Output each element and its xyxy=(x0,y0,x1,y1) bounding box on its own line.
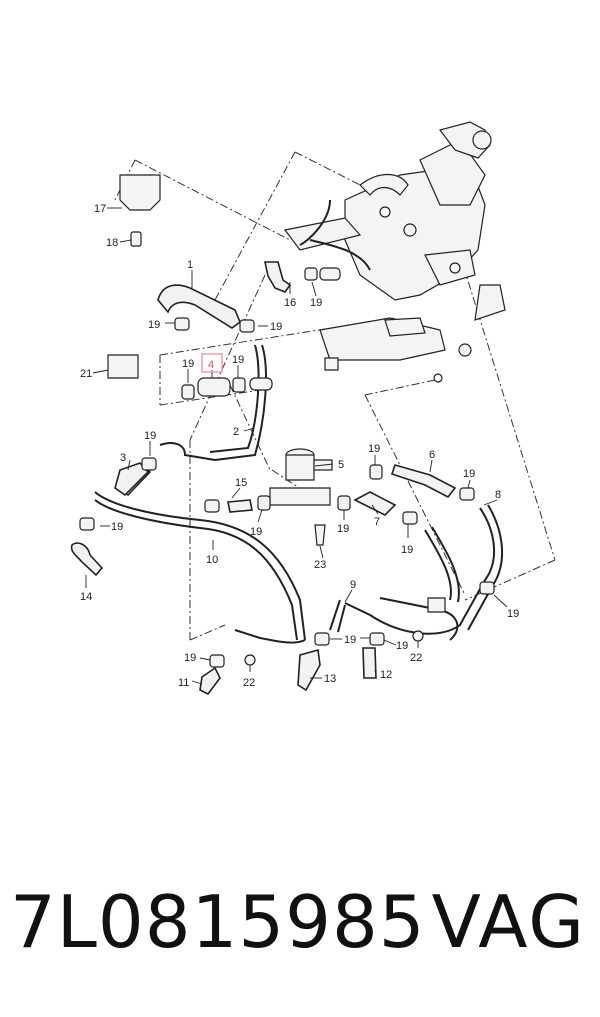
callout-19-h: 19 xyxy=(310,297,322,309)
callout-19-k: 19 xyxy=(463,468,475,480)
footer: 7L0815985 VAG xyxy=(0,880,600,990)
callout-10: 10 xyxy=(206,554,218,566)
callout-11: 11 xyxy=(178,677,189,689)
callout-19-l: 19 xyxy=(401,544,413,556)
valve-body xyxy=(269,448,333,546)
callout-19-i: 19 xyxy=(337,523,349,535)
callout-19-a: 19 xyxy=(148,319,160,331)
clamps xyxy=(79,174,495,668)
callout-8: 8 xyxy=(495,489,501,501)
callout-6: 6 xyxy=(429,449,435,461)
callout-13: 13 xyxy=(324,673,336,685)
callout-17: 17 xyxy=(94,203,106,215)
callout-7: 7 xyxy=(374,516,380,528)
hoses xyxy=(70,261,504,696)
callout-19-p: 19 xyxy=(184,652,196,664)
callout-numbers: 17 18 1 19 19 21 19 4 19 2 19 3 19 14 15… xyxy=(80,203,519,689)
callout-19-c: 19 xyxy=(182,358,194,370)
callout-3: 3 xyxy=(120,452,126,464)
callout-14: 14 xyxy=(80,591,92,603)
callout-19-j: 19 xyxy=(368,443,380,455)
callout-22-a: 22 xyxy=(410,652,422,664)
callout-19-n: 19 xyxy=(344,634,356,646)
callout-19-g: 19 xyxy=(250,526,262,538)
callout-19-d: 19 xyxy=(232,354,244,366)
part-number: 7L0815985 xyxy=(10,880,426,964)
callout-19-e: 19 xyxy=(144,430,156,442)
callout-19-f: 19 xyxy=(111,521,123,533)
callout-19-b: 19 xyxy=(270,321,282,333)
callout-23: 23 xyxy=(314,559,326,571)
callout-18: 18 xyxy=(106,237,118,249)
callout-22-b: 22 xyxy=(243,677,255,689)
engine-assembly xyxy=(283,121,506,383)
callout-21: 21 xyxy=(80,368,92,380)
callout-16: 16 xyxy=(284,297,296,309)
parts-diagram: 17 18 1 19 19 21 19 4 19 2 19 3 19 14 15… xyxy=(70,121,556,696)
callout-15: 15 xyxy=(235,477,247,489)
callout-4: 4 xyxy=(208,359,214,371)
callout-19-m: 19 xyxy=(507,608,519,620)
callout-12: 12 xyxy=(380,669,392,681)
highlight-box xyxy=(201,353,223,373)
callout-1: 1 xyxy=(187,259,193,271)
brand-name: VAG xyxy=(431,880,586,964)
callout-5: 5 xyxy=(338,459,344,471)
callout-2: 2 xyxy=(233,426,239,438)
callout-19-o: 19 xyxy=(396,640,408,652)
callout-9: 9 xyxy=(350,579,356,591)
